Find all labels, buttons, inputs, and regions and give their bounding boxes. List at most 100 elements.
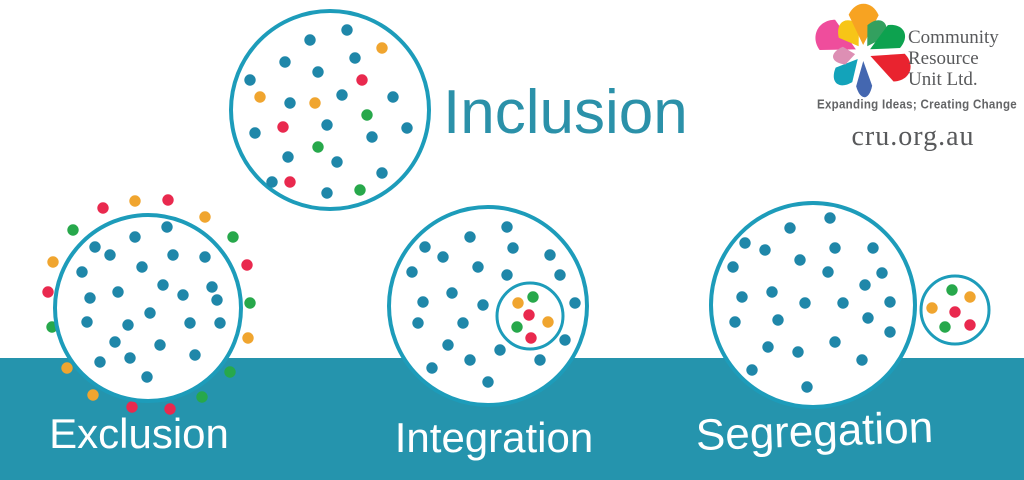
person-dot-inside [284,97,296,109]
person-dot-inside [356,74,368,86]
person-dot-inside [494,344,506,356]
person-dot-inside [534,354,546,366]
group-label: Exclusion [49,410,229,457]
person-dot-inside [762,341,774,353]
person-dot-inside [501,269,513,281]
segregation-circle [709,201,917,409]
person-dot-inside [824,212,836,224]
person-dot-inside [739,237,751,249]
person-dot-inside [321,187,333,199]
person-dot-satellite [946,284,958,296]
person-dot-inside [199,251,211,263]
person-dot-inside [122,319,134,331]
person-dot-inside [884,296,896,308]
person-dot-inside [727,261,739,273]
person-dot-inside [249,127,261,139]
person-dot-outside [242,332,254,344]
person-dot-inside [154,339,166,351]
person-dot-inside [501,221,513,233]
person-dot-inner [542,316,554,328]
person-dot-outside [244,297,256,309]
group-inclusion [229,9,431,211]
person-dot-inner [512,297,524,309]
person-dot-inside [336,89,348,101]
person-dot-inside [94,356,106,368]
person-dot-inside [331,156,343,168]
person-dot-inside [387,91,399,103]
person-dot-inside [829,336,841,348]
person-dot-inner [527,291,539,303]
group-segregation: Segregation [695,201,991,460]
person-dot-inside [141,371,153,383]
person-dot-inside [76,266,88,278]
person-dot-inside [304,34,316,46]
person-dot-inside [746,364,758,376]
person-dot-inside [859,279,871,291]
group-integration: Integration [387,205,593,461]
person-dot-inside [104,249,116,261]
person-dot-satellite [949,306,961,318]
person-dot-inside [856,354,868,366]
person-dot-inside [312,141,324,153]
person-dot-inside [412,317,424,329]
group-label: Integration [395,414,593,461]
person-dot-outside [67,224,79,236]
person-dot-inside [81,316,93,328]
person-dot-inside [419,241,431,253]
person-dot-inside [736,291,748,303]
person-dot-inside [312,66,324,78]
person-dot-inside [442,339,454,351]
person-dot-inside [544,249,556,261]
person-dot-inside [341,24,353,36]
person-dot-inside [167,249,179,261]
person-dot-outside [164,403,176,415]
person-dot-inside [822,266,834,278]
person-dot-inside [282,151,294,163]
person-dot-inside [136,261,148,273]
person-dot-inside [477,299,489,311]
person-dot-inside [437,251,449,263]
person-dot-inside [109,336,121,348]
person-dot-inside [277,121,289,133]
person-dot-inside [309,97,321,109]
person-dot-inside [144,307,156,319]
person-dot-inside [876,267,888,279]
person-dot-inside [401,122,413,134]
person-dot-inside [794,254,806,266]
person-dot-inside [829,242,841,254]
person-dot-inside [157,279,169,291]
person-dot-inside [464,354,476,366]
person-dot-inside [189,349,201,361]
person-dot-inside [799,297,811,309]
person-dot-satellite [964,319,976,331]
person-dot-inside [366,131,378,143]
person-dot-inside [559,334,571,346]
person-dot-outside [129,195,141,207]
person-dot-outside [196,391,208,403]
person-dot-inside [112,286,124,298]
person-dot-outside [47,256,59,268]
person-dot-outside [42,286,54,298]
person-dot-inside [801,381,813,393]
person-dot-inside [177,289,189,301]
inclusion-circle [229,9,431,211]
person-dot-inside [554,269,566,281]
person-dot-outside [97,202,109,214]
person-dot-inside [279,56,291,68]
person-dot-outside [162,194,174,206]
person-dot-inside [211,294,223,306]
person-dot-inner [511,321,523,333]
person-dot-inside [867,242,879,254]
person-dot-inside [349,52,361,64]
person-dot-inside [361,109,373,121]
person-dot-outside [87,389,99,401]
person-dot-inner [523,309,535,321]
person-dot-outside [224,366,236,378]
person-dot-inside [759,244,771,256]
person-dot-inside [507,242,519,254]
person-dot-inside [464,231,476,243]
person-dot-satellite [926,302,938,314]
person-dot-inside [426,362,438,374]
